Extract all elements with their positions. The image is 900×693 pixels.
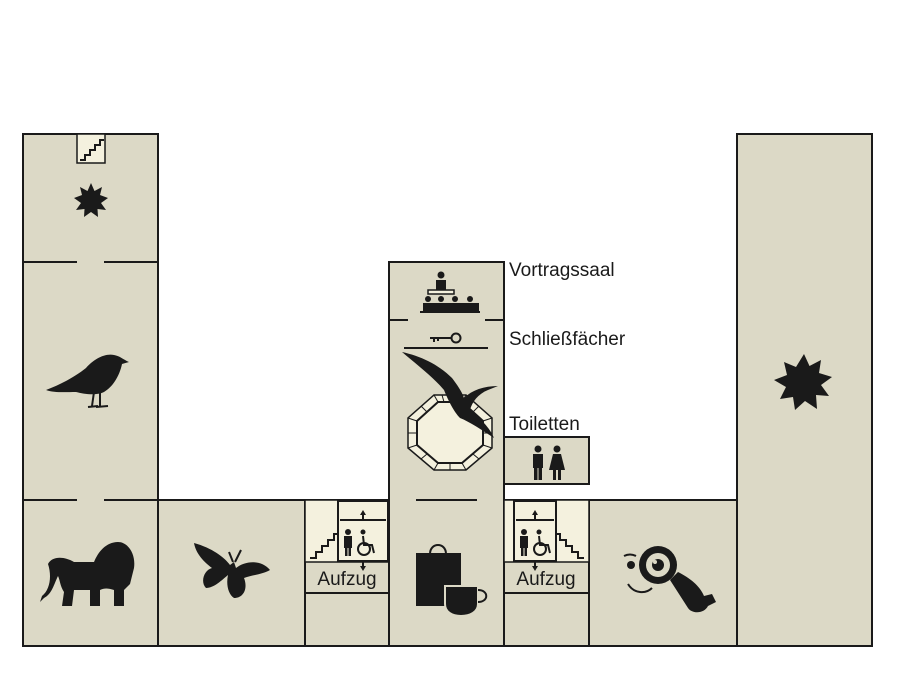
bird-icon [46, 354, 129, 408]
pterosaur-icon [402, 352, 498, 438]
rooms [22, 133, 873, 647]
star-burst-icon [74, 183, 108, 217]
butterfly-icon [194, 543, 270, 598]
room-toilets[interactable] [503, 436, 590, 485]
lecture-hall-icon [420, 271, 480, 313]
elevator-left[interactable]: Aufzug [304, 499, 390, 590]
elevator-right[interactable]: Aufzug [503, 499, 590, 590]
lion-icon [40, 542, 135, 606]
spiral-stairs-icon [407, 394, 493, 471]
elevator-icon [520, 529, 528, 556]
magnifier-mascot-icon [623, 546, 716, 613]
stairs-icon [76, 133, 106, 164]
wheelchair-icon [533, 529, 551, 556]
lockers-label: Schließfächer [509, 329, 626, 350]
toilets-label: Toiletten [509, 414, 580, 435]
elevator-right-label: Aufzug [516, 569, 575, 590]
elevator-icon [344, 529, 352, 556]
key-icon [430, 332, 462, 344]
wheelchair-icon [357, 529, 375, 556]
elevator-left-label: Aufzug [317, 569, 376, 590]
coffee-cup-icon [444, 585, 488, 618]
toilets-icon [533, 445, 565, 480]
star-burst-icon [774, 354, 832, 410]
lecture-hall-label: Vortragssaal [509, 260, 615, 281]
